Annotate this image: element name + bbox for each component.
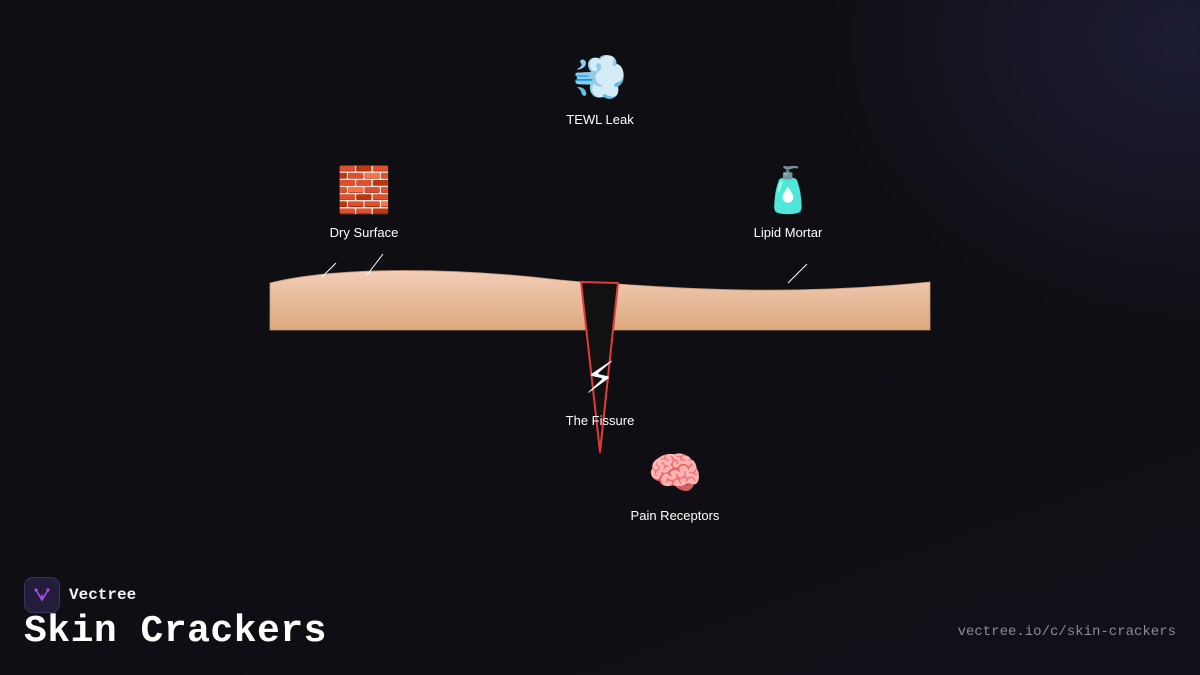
brick-icon: 🧱 xyxy=(336,165,392,216)
node-tewl-leak: 💨 TEWL Leak xyxy=(520,52,680,127)
node-label: Dry Surface xyxy=(329,225,399,240)
node-pain-receptors: 🧠 Pain Receptors xyxy=(595,448,755,523)
brand[interactable]: Vectree xyxy=(24,577,136,613)
connector-line xyxy=(366,253,384,276)
connector-line xyxy=(787,263,808,284)
vectree-logo-icon xyxy=(24,577,60,613)
dash-wind-icon: 💨 xyxy=(572,52,628,103)
node-label: The Fissure xyxy=(565,413,635,428)
lotion-bottle-icon: 🧴 xyxy=(760,165,816,216)
brand-name: Vectree xyxy=(69,586,137,604)
page-title: Skin Crackers xyxy=(24,610,327,653)
node-label: TEWL Leak xyxy=(566,112,634,127)
lightning-icon: ⚡ xyxy=(584,353,616,404)
node-label: Lipid Mortar xyxy=(753,225,823,240)
brain-icon: 🧠 xyxy=(647,448,703,499)
node-dry-surface: 🧱 Dry Surface xyxy=(284,165,444,240)
fissure-crack xyxy=(580,281,619,453)
node-the-fissure: ⚡ The Fissure xyxy=(520,353,680,428)
node-label: Pain Receptors xyxy=(630,508,720,523)
source-url[interactable]: vectree.io/c/skin-crackers xyxy=(957,624,1176,640)
connector-line xyxy=(321,262,337,278)
node-lipid-mortar: 🧴 Lipid Mortar xyxy=(708,165,868,240)
